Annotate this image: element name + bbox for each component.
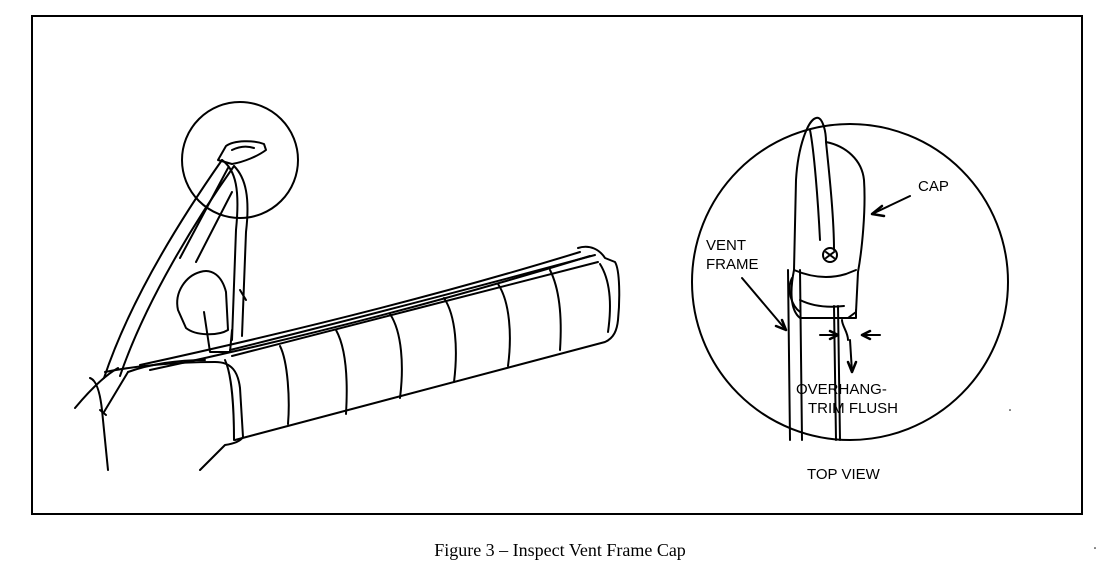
cap-label: CAP	[918, 178, 949, 195]
overhang-label-line2: TRIM FLUSH	[808, 400, 898, 417]
top-view-detail	[691, 116, 1009, 441]
screw	[822, 247, 838, 263]
vent-frame-label-line2: FRAME	[706, 256, 759, 273]
belt-line	[139, 251, 581, 366]
vent-frame-cap	[217, 140, 267, 165]
vent-frame-pillar	[103, 159, 223, 379]
vent-frame-label-line1: VENT	[706, 237, 747, 254]
door-illustration	[74, 101, 621, 471]
door-panel	[104, 361, 244, 471]
detail-circle	[181, 101, 299, 219]
magnified-circle	[691, 123, 1009, 441]
figure-frame	[31, 15, 1083, 515]
figure-caption: Figure 3 – Inspect Vent Frame Cap	[434, 540, 686, 560]
cap-body	[790, 116, 866, 319]
overhang-label-line1: OVERHANG-	[796, 381, 887, 398]
top-view-label: TOP VIEW	[807, 466, 880, 483]
